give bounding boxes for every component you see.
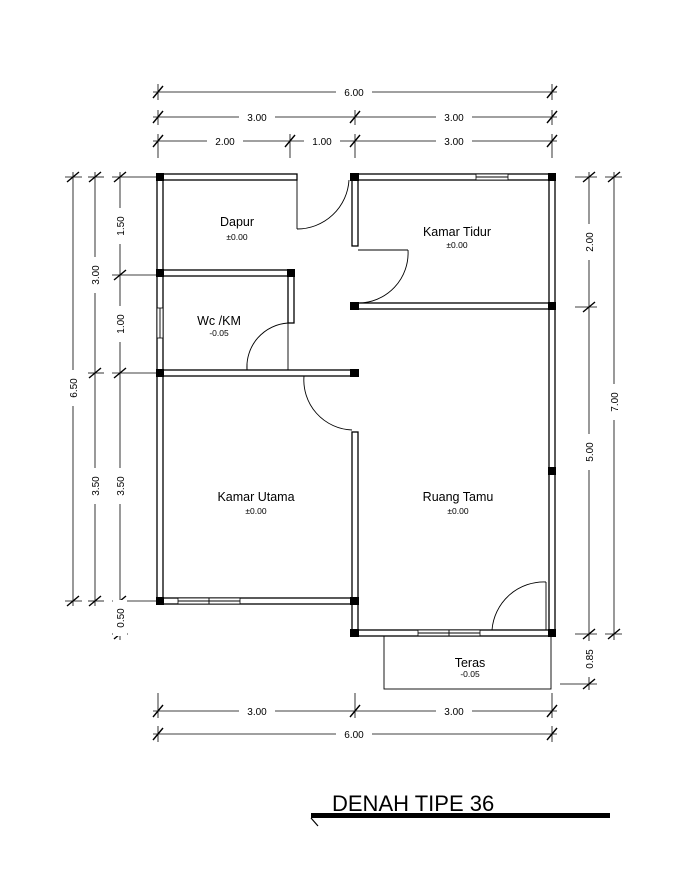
room-dapur-name: Dapur: [220, 215, 254, 229]
dim-top-half-right: 3.00: [444, 113, 464, 124]
dim-left-seg-a: 1.50: [116, 216, 127, 236]
plan-title: DENAH TIPE 36: [332, 791, 494, 816]
dim-left-seg-c: 3.50: [116, 476, 127, 496]
windows: [156, 173, 509, 637]
dim-bottom-left: 3.00: [247, 707, 267, 718]
dim-left-upper: 3.00: [91, 265, 102, 285]
teras-slab: [383, 635, 552, 690]
doors: [246, 179, 547, 631]
dim-bottom-right: 3.00: [444, 707, 464, 718]
room-wc-level: -0.05: [209, 328, 229, 338]
dim-top-seg-b: 1.00: [312, 137, 332, 148]
dim-left-seg-d: 0.50: [116, 608, 127, 628]
dim-right-seg-b: 5.00: [585, 442, 596, 462]
room-ruang-tamu-level: ±0.00: [447, 506, 468, 516]
dim-bottom-overall: 6.00: [344, 730, 364, 741]
dim-left-overall: 6.50: [69, 378, 80, 398]
room-kamar-utama-name: Kamar Utama: [217, 490, 294, 504]
room-teras-name: Teras: [455, 656, 486, 670]
dim-top-half-left: 3.00: [247, 113, 267, 124]
title-underline: [311, 813, 610, 818]
dim-right-overall: 7.00: [610, 392, 621, 412]
dim-top-seg-c: 3.00: [444, 137, 464, 148]
walls: [156, 173, 556, 637]
room-wc-name: Wc /KM: [197, 314, 241, 328]
dim-top-seg-a: 2.00: [215, 137, 235, 148]
room-ruang-tamu-name: Ruang Tamu: [423, 490, 494, 504]
plan-title-block: DENAH TIPE 36: [310, 791, 610, 827]
dim-right-seg-a: 2.00: [585, 232, 596, 252]
room-kamar-tidur-level: ±0.00: [446, 240, 467, 250]
room-kamar-utama-level: ±0.00: [245, 506, 266, 516]
room-kamar-tidur-name: Kamar Tidur: [423, 225, 491, 239]
dim-left-seg-b: 1.00: [116, 314, 127, 334]
room-dapur-level: ±0.00: [226, 232, 247, 242]
room-teras-level: -0.05: [460, 669, 480, 679]
dim-top-overall: 6.00: [344, 88, 364, 99]
room-labels: Dapur ±0.00 Kamar Tidur ±0.00 Wc /KM -0.…: [197, 215, 493, 679]
structural-columns: [156, 173, 556, 637]
dim-left-lower: 3.50: [91, 476, 102, 496]
dim-right-seg-c: 0.85: [585, 649, 596, 669]
dimension-lines: 6.00 3.00 3.00 2.00 1.00 3.00: [65, 84, 622, 742]
